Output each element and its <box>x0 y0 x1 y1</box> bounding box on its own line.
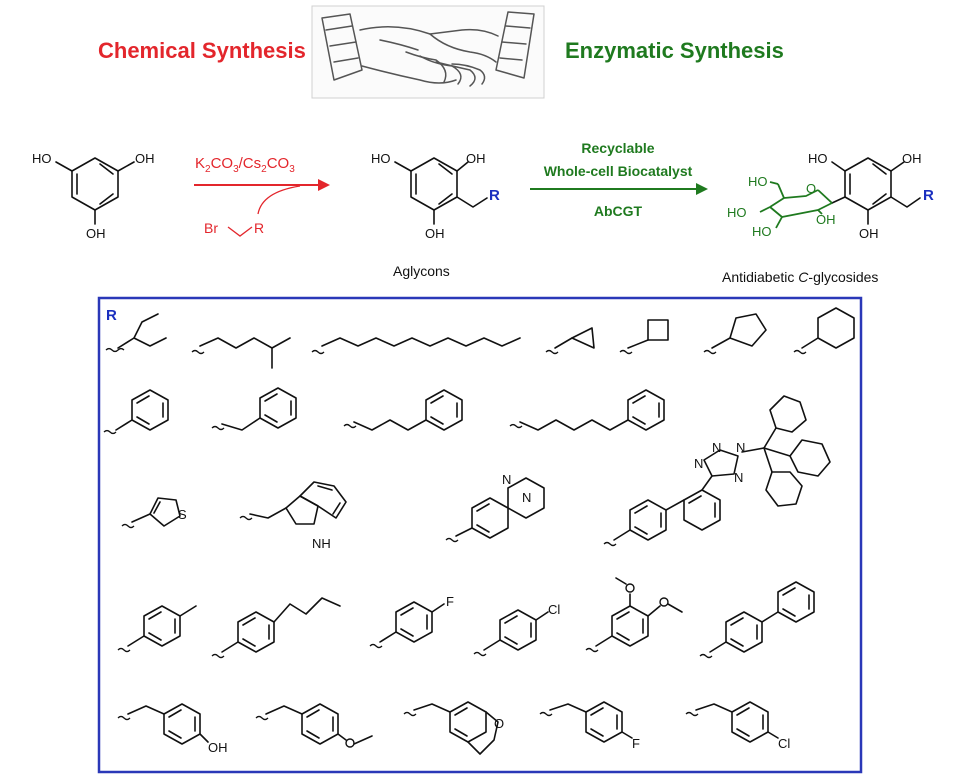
step2-enzyme-label: AbCGT <box>594 203 643 219</box>
phloroglucinol-oh-bottom-label: OH <box>86 226 106 241</box>
step2-line2-label: Whole-cell Biocatalyst <box>544 163 693 179</box>
sugar-oh-label: OH <box>816 212 836 227</box>
phloroglucinol-ho-label: HO <box>32 151 52 166</box>
tetrazole-n3-label: N <box>736 440 745 455</box>
substituent-biphenyl-4-yl <box>699 581 815 659</box>
step1-curved-arrow <box>257 185 301 215</box>
phloroglucinol-oh-label: OH <box>135 151 155 166</box>
step2-line1-label: Recyclable <box>581 140 654 156</box>
product-ho-label: HO <box>808 151 828 166</box>
substituent-phenylpropyl <box>343 389 463 431</box>
substituent-trityl-tetrazolyl-biphenyl: N N N N <box>603 395 831 547</box>
substituent-phenyl <box>103 389 169 435</box>
alkyl-halide-br-label: Br <box>204 220 218 236</box>
substituent-4-fluorophenyl: F <box>369 594 454 649</box>
benzyl-chloro-cl-label: Cl <box>778 736 790 751</box>
enzymatic-step: Recyclable Whole-cell Biocatalyst AbCGT <box>530 140 708 219</box>
benzyl-fluoro-f-label: F <box>632 736 640 751</box>
dihydrobenzofuran-o-label: O <box>494 716 504 731</box>
product-caption: Antidiabetic C-glycosides <box>722 269 878 285</box>
tetrazole-n4-label: N <box>734 470 743 485</box>
aglycon-oh-bottom-label: OH <box>425 226 445 241</box>
glucose-ring <box>759 181 833 229</box>
tetrazole-n2-label: N <box>712 440 721 455</box>
thiophene-s-label: S <box>178 507 187 522</box>
substituent-benzyl <box>211 387 297 431</box>
aglycon-oh-label: OH <box>466 151 486 166</box>
substituent-4-hydroxybenzyl: OH <box>117 703 228 755</box>
substituent-4-chlorophenyl: Cl <box>473 602 560 657</box>
chemical-step: K2CO3/Cs2CO3 Br R <box>194 155 330 237</box>
substituent-cyclohexyl <box>793 307 855 355</box>
sugar-ho-top-label: HO <box>748 174 768 189</box>
enzymatic-synthesis-title: Enzymatic Synthesis <box>565 38 784 63</box>
substituent-3-4-dimethoxyphenyl <box>585 577 683 653</box>
phenol-oh-label: OH <box>208 740 228 755</box>
substituent-4-chlorobenzyl: Cl <box>685 701 790 751</box>
chloro-cl-label: Cl <box>548 602 560 617</box>
quinoxaline-n1-label: N <box>502 472 511 487</box>
step2-arrowhead <box>696 183 708 195</box>
indole-nh-label: NH <box>312 536 331 551</box>
phloroglucinol-structure: HO OH OH <box>32 151 155 241</box>
chemical-synthesis-title: Chemical Synthesis <box>98 38 306 63</box>
aglycons-caption: Aglycons <box>393 263 450 279</box>
substituent-cyclobutyl <box>619 319 669 355</box>
fluoro-f-label: F <box>446 594 454 609</box>
tetrazole-n1-label: N <box>694 456 703 471</box>
product-r-label: R <box>923 187 934 204</box>
substituent-isohexyl <box>191 337 291 369</box>
substituent-box <box>97 296 863 774</box>
substituent-4-methoxybenzyl <box>255 703 373 748</box>
substituent-n-dodecyl <box>311 337 521 355</box>
step1-arrowhead <box>318 179 330 191</box>
substituent-dihydrobenzofuranylmethyl: O <box>403 701 504 755</box>
sugar-ho-left-label: HO <box>727 205 747 220</box>
alkyl-halide-bonds <box>227 226 253 237</box>
product-oh-label: OH <box>902 151 922 166</box>
alkyl-halide-r-label: R <box>254 220 264 236</box>
substituent-4-butylphenyl <box>211 597 341 659</box>
aglycon-r-label: R <box>489 187 500 204</box>
aglycon-ho-label: HO <box>371 151 391 166</box>
substituent-cyclopentyl <box>703 313 767 355</box>
substituent-thienyl: S <box>121 497 187 529</box>
sugar-ho-bottom-label: HO <box>752 224 772 239</box>
substituent-indolylmethyl: NH <box>239 481 347 551</box>
substituent-cyclopropyl <box>545 327 595 355</box>
substituent-phenylpentyl <box>509 389 665 431</box>
step1-reagent-label: K2CO3/Cs2CO3 <box>195 155 295 175</box>
substituent-quinoxalinyl: N N <box>445 472 545 543</box>
substituent-4-fluorobenzyl: F <box>539 701 640 751</box>
handshake-icon <box>311 5 545 99</box>
substituent-4-methylphenyl <box>117 605 197 653</box>
c-glycoside-structure: HO OH OH R <box>808 151 934 241</box>
substituent-box-r-label: R <box>106 307 117 324</box>
quinoxaline-n2-label: N <box>522 490 531 505</box>
sugar-ring-o-label: O <box>806 181 816 196</box>
product-oh-bottom-label: OH <box>859 226 879 241</box>
substituent-3-pentyl <box>105 313 167 353</box>
aglycon-structure: HO OH OH R Aglycons <box>371 151 500 279</box>
